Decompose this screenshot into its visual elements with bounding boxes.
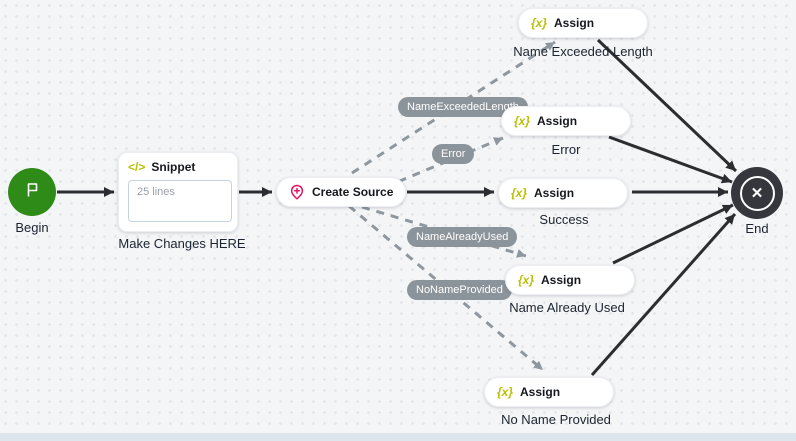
variable-icon: {x}: [531, 16, 548, 30]
code-icon: </>: [128, 160, 146, 174]
assign-node-title: Assign: [541, 273, 582, 287]
variable-icon: {x}: [511, 186, 528, 200]
edge-namealreadyused-end: [612, 203, 734, 265]
assign-node-name-exceeded-length[interactable]: {x} Assign: [518, 8, 648, 38]
transition-pill-error[interactable]: Error: [432, 144, 475, 164]
assign-node-title: Assign: [534, 186, 575, 200]
edge-transition-namealreadyused: [361, 205, 527, 258]
variable-icon: {x}: [514, 114, 531, 128]
assign-node-label-no-name-provided: No Name Provided: [501, 412, 611, 427]
edge-nameexceeded-end: [596, 38, 738, 173]
assign-node-success[interactable]: {x} Assign: [498, 178, 628, 208]
assign-node-title: Assign: [554, 16, 595, 30]
end-node[interactable]: ✕: [731, 167, 783, 219]
assign-node-error[interactable]: {x} Assign: [501, 106, 631, 136]
begin-node[interactable]: [8, 168, 56, 216]
begin-node-label: Begin: [15, 220, 49, 235]
add-location-icon: [289, 184, 305, 200]
create-source-node[interactable]: Create Source: [276, 177, 406, 207]
close-icon: ✕: [750, 184, 764, 202]
horizontal-scrollbar[interactable]: [0, 433, 796, 441]
edge-nonameprovided-end: [590, 213, 737, 376]
create-source-node-title: Create Source: [312, 185, 394, 199]
variable-icon: {x}: [497, 385, 514, 399]
assign-node-title: Assign: [520, 385, 561, 399]
assign-node-label-name-exceeded-length: Name Exceeded Length: [513, 44, 653, 59]
assign-node-title: Assign: [537, 114, 578, 128]
snippet-node-label: Make Changes HERE: [118, 236, 246, 251]
assign-node-label-name-already-used: Name Already Used: [509, 300, 625, 315]
assign-node-name-already-used[interactable]: {x} Assign: [505, 265, 635, 295]
assign-node-label-error: Error: [551, 142, 581, 157]
assign-node-no-name-provided[interactable]: {x} Assign: [484, 377, 614, 407]
assign-node-label-success: Success: [539, 212, 589, 227]
edge-error-end: [608, 135, 733, 184]
snippet-node[interactable]: </> Snippet 25 lines: [118, 152, 238, 232]
transition-pill-nonameprovided[interactable]: NoNameProvided: [407, 280, 512, 300]
snippet-node-title: Snippet: [151, 160, 196, 174]
transition-pill-nameexceededlength[interactable]: NameExceededLength: [398, 97, 528, 117]
snippet-code-preview[interactable]: 25 lines: [128, 180, 232, 222]
flag-icon: [22, 180, 42, 205]
transition-pill-namealreadyused[interactable]: NameAlreadyUsed: [407, 227, 518, 247]
end-node-label: End: [745, 221, 769, 236]
variable-icon: {x}: [518, 273, 535, 287]
